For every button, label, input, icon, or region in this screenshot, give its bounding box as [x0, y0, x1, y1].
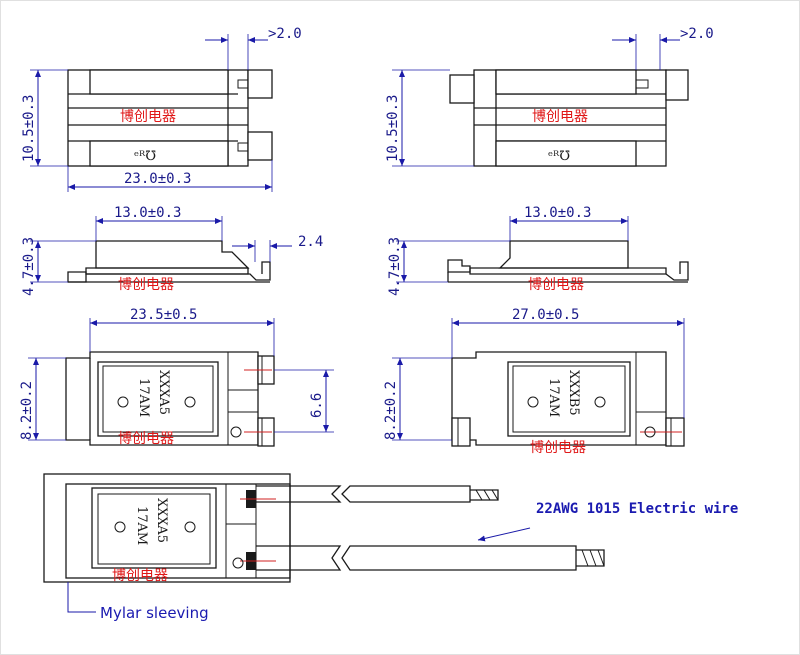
wire-label: 22AWG 1015 Electric wire [536, 501, 738, 517]
front-right-marking-line2: XXXB5 [566, 370, 581, 416]
top-left-view: ᵉᴿ℧ 23.0±0.3 10.5±0.3 >2.0 [21, 26, 302, 192]
watermark-front-left: 博创电器 [118, 430, 174, 447]
side-left-view: 13.0±0.3 4.7±0.3 2.4 [21, 205, 323, 296]
watermark-side-right: 博创电器 [528, 276, 584, 293]
top-right-view: ᵉᴿ℧ 10.5±0.3 >2.0 [385, 26, 714, 167]
side-right-view: 13.0±0.3 4.7±0.3 [387, 205, 689, 296]
front-left-marking-line1: 17AM [136, 378, 151, 417]
top-left-width-dim: 23.0±0.3 [124, 171, 191, 187]
sleeve-label: Mylar sleeving [100, 604, 209, 622]
top-right-tab-dim: >2.0 [680, 26, 714, 42]
watermark-side-left: 博创电器 [118, 276, 174, 293]
front-left-view: 17AM XXXA5 23.5±0.5 8.2±0.2 6.6 [19, 307, 334, 447]
side-left-tab-dim: 2.4 [298, 234, 323, 250]
front-right-marking-line1: 17AM [546, 378, 561, 417]
front-right-width-dim: 27.0±0.5 [512, 307, 579, 323]
watermark-top-left: 博创电器 [120, 108, 176, 125]
side-left-width-dim: 13.0±0.3 [114, 205, 181, 221]
front-left-width-dim: 23.5±0.5 [130, 307, 197, 323]
watermarks: 博创电器 博创电器 博创电器 博创电器 博创电器 博创电器 博创电器 [112, 108, 588, 584]
watermark-top-right: 博创电器 [532, 108, 588, 125]
watermark-assembly: 博创电器 [112, 567, 168, 584]
side-right-height-dim: 4.7±0.3 [387, 237, 403, 296]
top-left-height-dim: 10.5±0.3 [21, 95, 37, 162]
front-left-marking-line2: XXXA5 [156, 370, 171, 415]
front-left-height-dim: 8.2±0.2 [19, 381, 35, 440]
certification-logo: ᵉᴿ℧ [134, 149, 156, 164]
assembly-marking-line2: XXXA5 [154, 498, 169, 543]
front-left-pitch-dim: 6.6 [309, 393, 325, 418]
top-left-tab-dim: >2.0 [268, 26, 302, 42]
watermark-front-right: 博创电器 [530, 439, 586, 456]
assembly-marking-line1: 17AM [134, 506, 149, 545]
certification-logo-right: ᵉᴿ℧ [548, 149, 570, 164]
side-left-height-dim: 4.7±0.3 [21, 237, 37, 296]
side-right-width-dim: 13.0±0.3 [524, 205, 591, 221]
assembly-view: 17AM XXXA5 22AWG 1015 Electric wire Myla… [43, 473, 738, 622]
top-right-height-dim: 10.5±0.3 [385, 95, 401, 162]
front-right-height-dim: 8.2±0.2 [383, 381, 399, 440]
front-right-view: 17AM XXXB5 27.0±0.5 8.2±0.2 [383, 307, 685, 447]
